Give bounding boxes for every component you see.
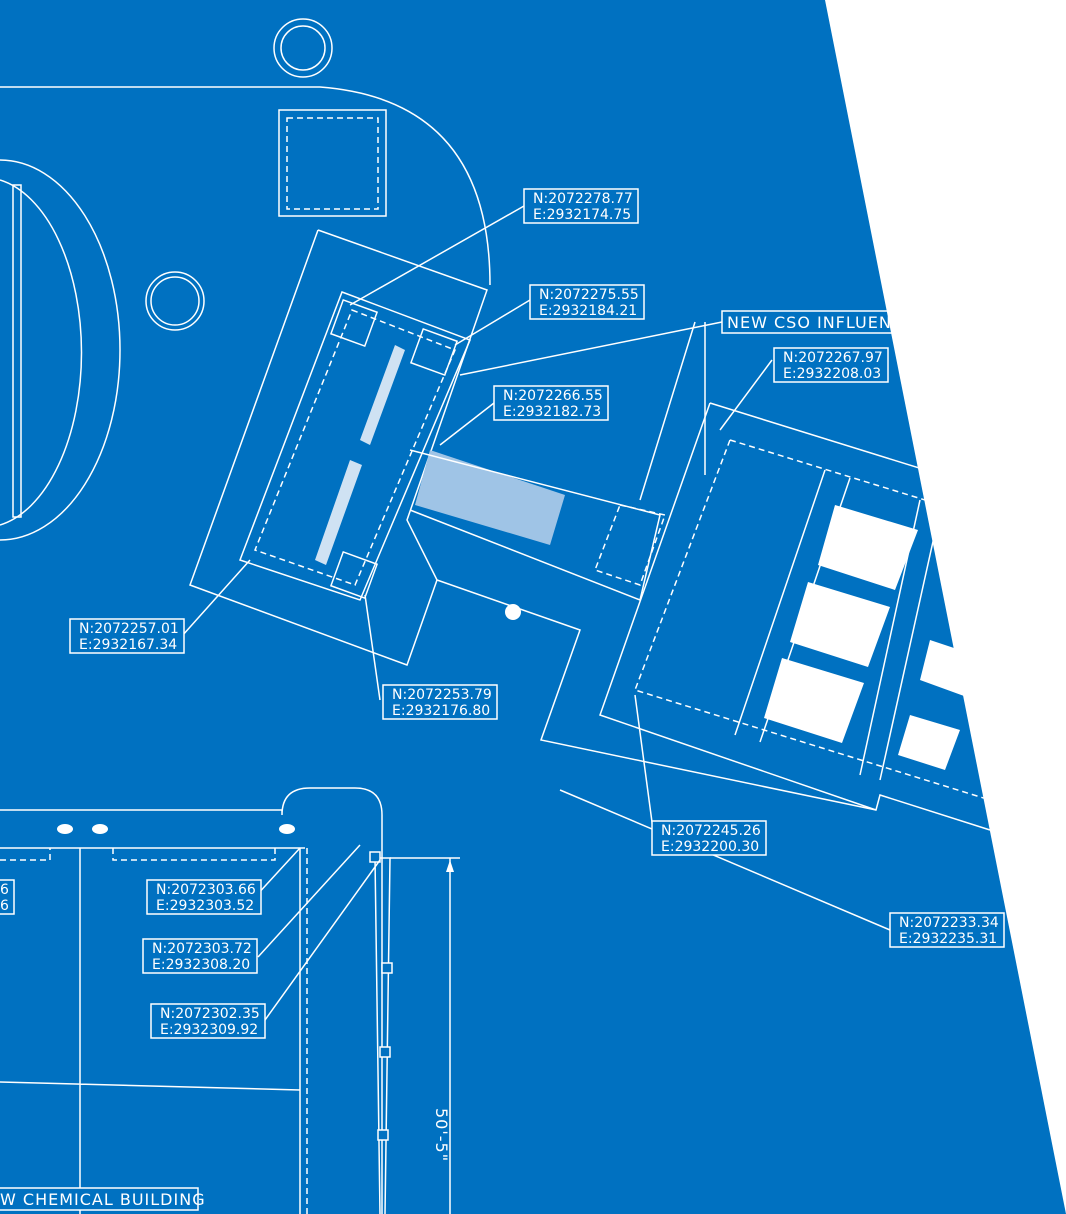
cso-title-label: NEW CSO INFLUEN <box>721 310 923 334</box>
sheet-edge <box>825 0 1066 1214</box>
svg-text:E:2932309.92: E:2932309.92 <box>160 1022 258 1038</box>
svg-text:E:2932174.75: E:2932174.75 <box>533 207 631 223</box>
clarifier-arc <box>0 159 121 541</box>
manhole-circle <box>273 18 333 78</box>
svg-text:6: 6 <box>0 898 9 914</box>
coord-label-partial: 66 <box>0 879 15 915</box>
coord-label: N:2072302.35E:2932309.92 <box>150 1003 266 1039</box>
coord-label: N:2072275.55E:2932184.21 <box>529 284 645 320</box>
svg-text:N:2072267.97: N:2072267.97 <box>783 350 883 366</box>
svg-text:N:2072275.55: N:2072275.55 <box>539 287 639 303</box>
svg-text:W CHEMICAL BUILDING: W CHEMICAL BUILDING <box>0 1190 206 1209</box>
svg-text:6: 6 <box>0 882 9 898</box>
svg-text:N:2072257.01: N:2072257.01 <box>79 621 179 637</box>
bollard <box>57 824 73 834</box>
svg-text:NEW CSO INFLUEN: NEW CSO INFLUEN <box>727 313 892 332</box>
coord-label: N:2072303.72E:2932308.20 <box>142 938 258 974</box>
dimension-arrow <box>446 860 454 872</box>
manhole-inner <box>280 25 326 71</box>
square-pad-dashed <box>286 117 379 210</box>
corner-pad <box>329 298 379 348</box>
svg-text:E:2932303.52: E:2932303.52 <box>156 898 254 914</box>
bollard <box>92 824 108 834</box>
svg-text:E:2932176.80: E:2932176.80 <box>392 703 490 719</box>
svg-text:E:2932235.31: E:2932235.31 <box>899 931 997 947</box>
svg-text:N:2072245.26: N:2072245.26 <box>661 823 761 839</box>
svg-text:E:2932182.73: E:2932182.73 <box>503 404 601 420</box>
bollard <box>279 824 295 834</box>
coord-label: N:2072253.79E:2932176.80 <box>382 684 498 720</box>
svg-text:N:2072253.79: N:2072253.79 <box>392 687 492 703</box>
svg-text:N:2072302.35: N:2072302.35 <box>160 1006 260 1022</box>
svg-text:N:2072303.66: N:2072303.66 <box>156 882 256 898</box>
coord-label: N:2072245.26E:2932200.30 <box>651 820 767 856</box>
coord-label: N:2072267.97E:2932208.03 <box>773 347 889 383</box>
cso-building-dashed <box>634 439 991 801</box>
svg-text:E:2932184.21: E:2932184.21 <box>539 303 637 319</box>
basin-outline <box>239 291 471 601</box>
chem-building-walls <box>0 847 305 1214</box>
building-outline <box>317 229 991 831</box>
chem-building-outline <box>0 787 383 1214</box>
post <box>377 1129 389 1141</box>
svg-text:E:2932167.34: E:2932167.34 <box>79 637 177 653</box>
svg-text:N:2072278.77: N:2072278.77 <box>533 191 633 207</box>
post <box>369 851 381 863</box>
dimension-line <box>390 857 460 1214</box>
dimension-text: 50'-5" <box>432 1108 451 1162</box>
coord-label: N:2072303.66E:2932303.52 <box>146 879 262 915</box>
valve-marker <box>505 604 521 620</box>
svg-text:N:2072303.72: N:2072303.72 <box>152 941 252 957</box>
manhole-circle-2 <box>145 271 205 331</box>
post <box>381 962 393 974</box>
clarifier-bridge <box>12 184 22 518</box>
svg-text:N:2072233.34: N:2072233.34 <box>899 915 999 931</box>
building-outline-left <box>189 229 438 666</box>
svg-text:E:2932200.30: E:2932200.30 <box>661 839 759 855</box>
corner-pad <box>409 327 459 377</box>
tank-outline <box>0 86 491 286</box>
clarifier-arc-inner <box>0 179 83 526</box>
chem-building-title: W CHEMICAL BUILDING <box>0 1187 206 1211</box>
channel-hatch <box>415 450 565 545</box>
coord-label: N:2072266.55E:2932182.73 <box>493 385 609 421</box>
svg-text:E:2932308.20: E:2932308.20 <box>152 957 250 973</box>
coord-label: N:2072278.77E:2932174.75 <box>523 188 639 224</box>
square-pad <box>278 109 387 217</box>
corner-pad <box>329 550 379 600</box>
screen-hatch <box>315 345 405 565</box>
gate-dashed <box>594 504 666 586</box>
cso-tanks <box>764 505 990 770</box>
coord-label: N:2072233.34E:2932235.31 <box>889 912 1005 948</box>
svg-text:N:2072266.55: N:2072266.55 <box>503 388 603 404</box>
svg-text:E:2932208.03: E:2932208.03 <box>783 366 881 382</box>
coord-label: N:2072257.01E:2932167.34 <box>69 618 185 654</box>
chem-building-dashed <box>0 848 276 861</box>
leader-lines <box>181 205 891 1021</box>
post <box>379 1046 391 1058</box>
manhole-inner-2 <box>150 276 200 326</box>
